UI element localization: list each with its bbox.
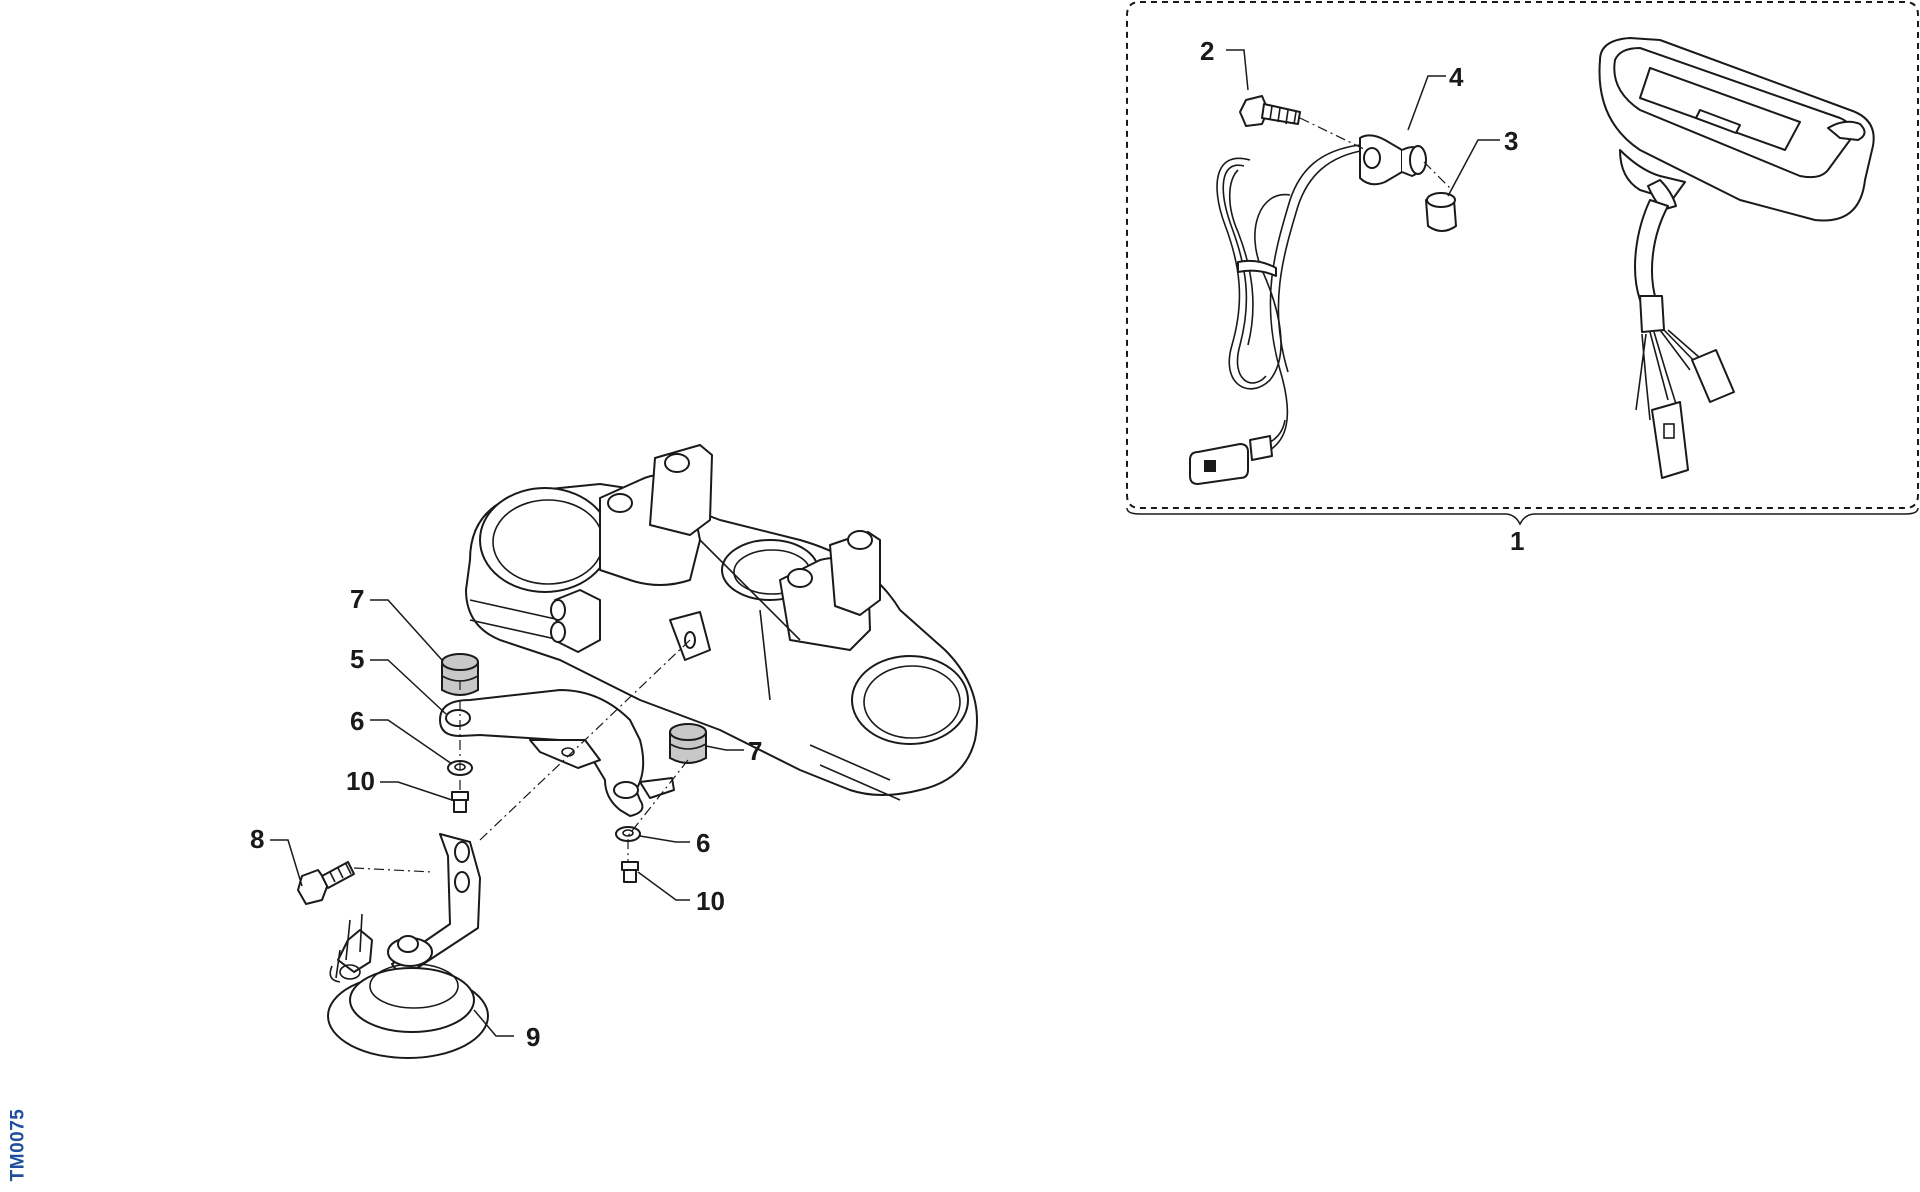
washer-right (615, 826, 641, 842)
rubber-bush-right (669, 723, 707, 764)
drawing-code-text: TM0075 (7, 1108, 29, 1182)
callout-2: 2 (1200, 36, 1214, 66)
callout-7-right: 7 (748, 736, 762, 766)
sensor-bolt (1239, 95, 1301, 127)
callout-8: 8 (250, 824, 264, 854)
speed-sensor-part (1359, 134, 1427, 186)
callout-6-left: 6 (350, 706, 364, 736)
screw-right (621, 861, 639, 883)
callout-1: 1 (1510, 526, 1524, 556)
horn-bolt (297, 861, 355, 905)
speed-sensor-cable (1189, 144, 1367, 485)
leader-lines (270, 49, 1500, 1037)
callout-5: 5 (350, 644, 364, 674)
callout-7-left: 7 (350, 584, 364, 614)
callout-10-left: 10 (346, 766, 375, 796)
horn (327, 833, 489, 1059)
drawing-code-label: TM0075 (4, 1108, 34, 1184)
kit-group-box (1126, 1, 1919, 526)
instrument-panel (1598, 37, 1875, 479)
callout-10-right: 10 (696, 886, 725, 916)
callout-3: 3 (1504, 126, 1518, 156)
horn-bracket (439, 689, 675, 817)
callout-6-right: 6 (696, 828, 710, 858)
rubber-bush-left (441, 653, 479, 696)
callout-4: 4 (1449, 62, 1464, 92)
sensor-spacer (1425, 192, 1457, 232)
screw-left (451, 791, 469, 813)
callout-9: 9 (526, 1022, 540, 1052)
triple-clamp (465, 444, 978, 801)
